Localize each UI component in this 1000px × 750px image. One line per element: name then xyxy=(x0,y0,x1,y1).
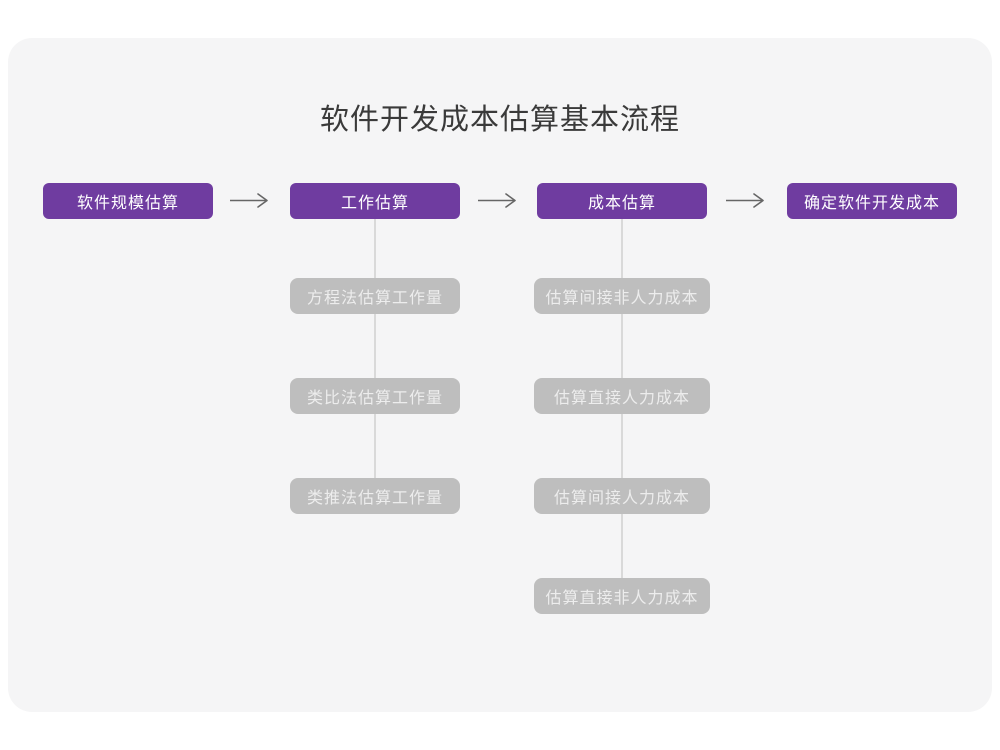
stage-label: 工作估算 xyxy=(340,195,409,212)
substep-label: 估算间接人力成本 xyxy=(553,490,690,507)
substep-node-equation-method: 方程法估算工作量 xyxy=(290,278,460,314)
flow-arrow-icon xyxy=(726,193,764,208)
diagram-title: 软件开发成本估算基本流程 xyxy=(319,104,680,136)
connector-line-work-column xyxy=(374,218,376,496)
substep-label: 方程法估算工作量 xyxy=(306,290,443,307)
stage-label: 成本估算 xyxy=(587,195,656,212)
stage-node-determine-development-cost: 确定软件开发成本 xyxy=(787,183,957,219)
diagram-card-background xyxy=(8,38,992,712)
stage-label: 确定软件开发成本 xyxy=(803,195,940,212)
stage-node-software-scale-estimation: 软件规模估算 xyxy=(43,183,213,219)
substep-node-extrapolation-method: 类推法估算工作量 xyxy=(290,478,460,514)
substep-label: 类比法估算工作量 xyxy=(306,390,443,407)
substep-node-analogy-method: 类比法估算工作量 xyxy=(290,378,460,414)
stage-node-work-estimation: 工作估算 xyxy=(290,183,460,219)
substep-label: 估算直接非人力成本 xyxy=(545,590,699,607)
substep-label: 估算间接非人力成本 xyxy=(545,290,699,307)
substep-node-direct-nonlabor-cost: 估算直接非人力成本 xyxy=(534,578,710,614)
flow-arrow-icon xyxy=(230,193,268,208)
flow-arrow-icon xyxy=(478,193,516,208)
substep-label: 类推法估算工作量 xyxy=(306,490,443,507)
substep-node-indirect-nonlabor-cost: 估算间接非人力成本 xyxy=(534,278,710,314)
substep-node-direct-labor-cost: 估算直接人力成本 xyxy=(534,378,710,414)
stage-label: 软件规模估算 xyxy=(76,195,179,212)
substep-node-indirect-labor-cost: 估算间接人力成本 xyxy=(534,478,710,514)
substep-label: 估算直接人力成本 xyxy=(553,390,690,407)
stage-node-cost-estimation: 成本估算 xyxy=(537,183,707,219)
